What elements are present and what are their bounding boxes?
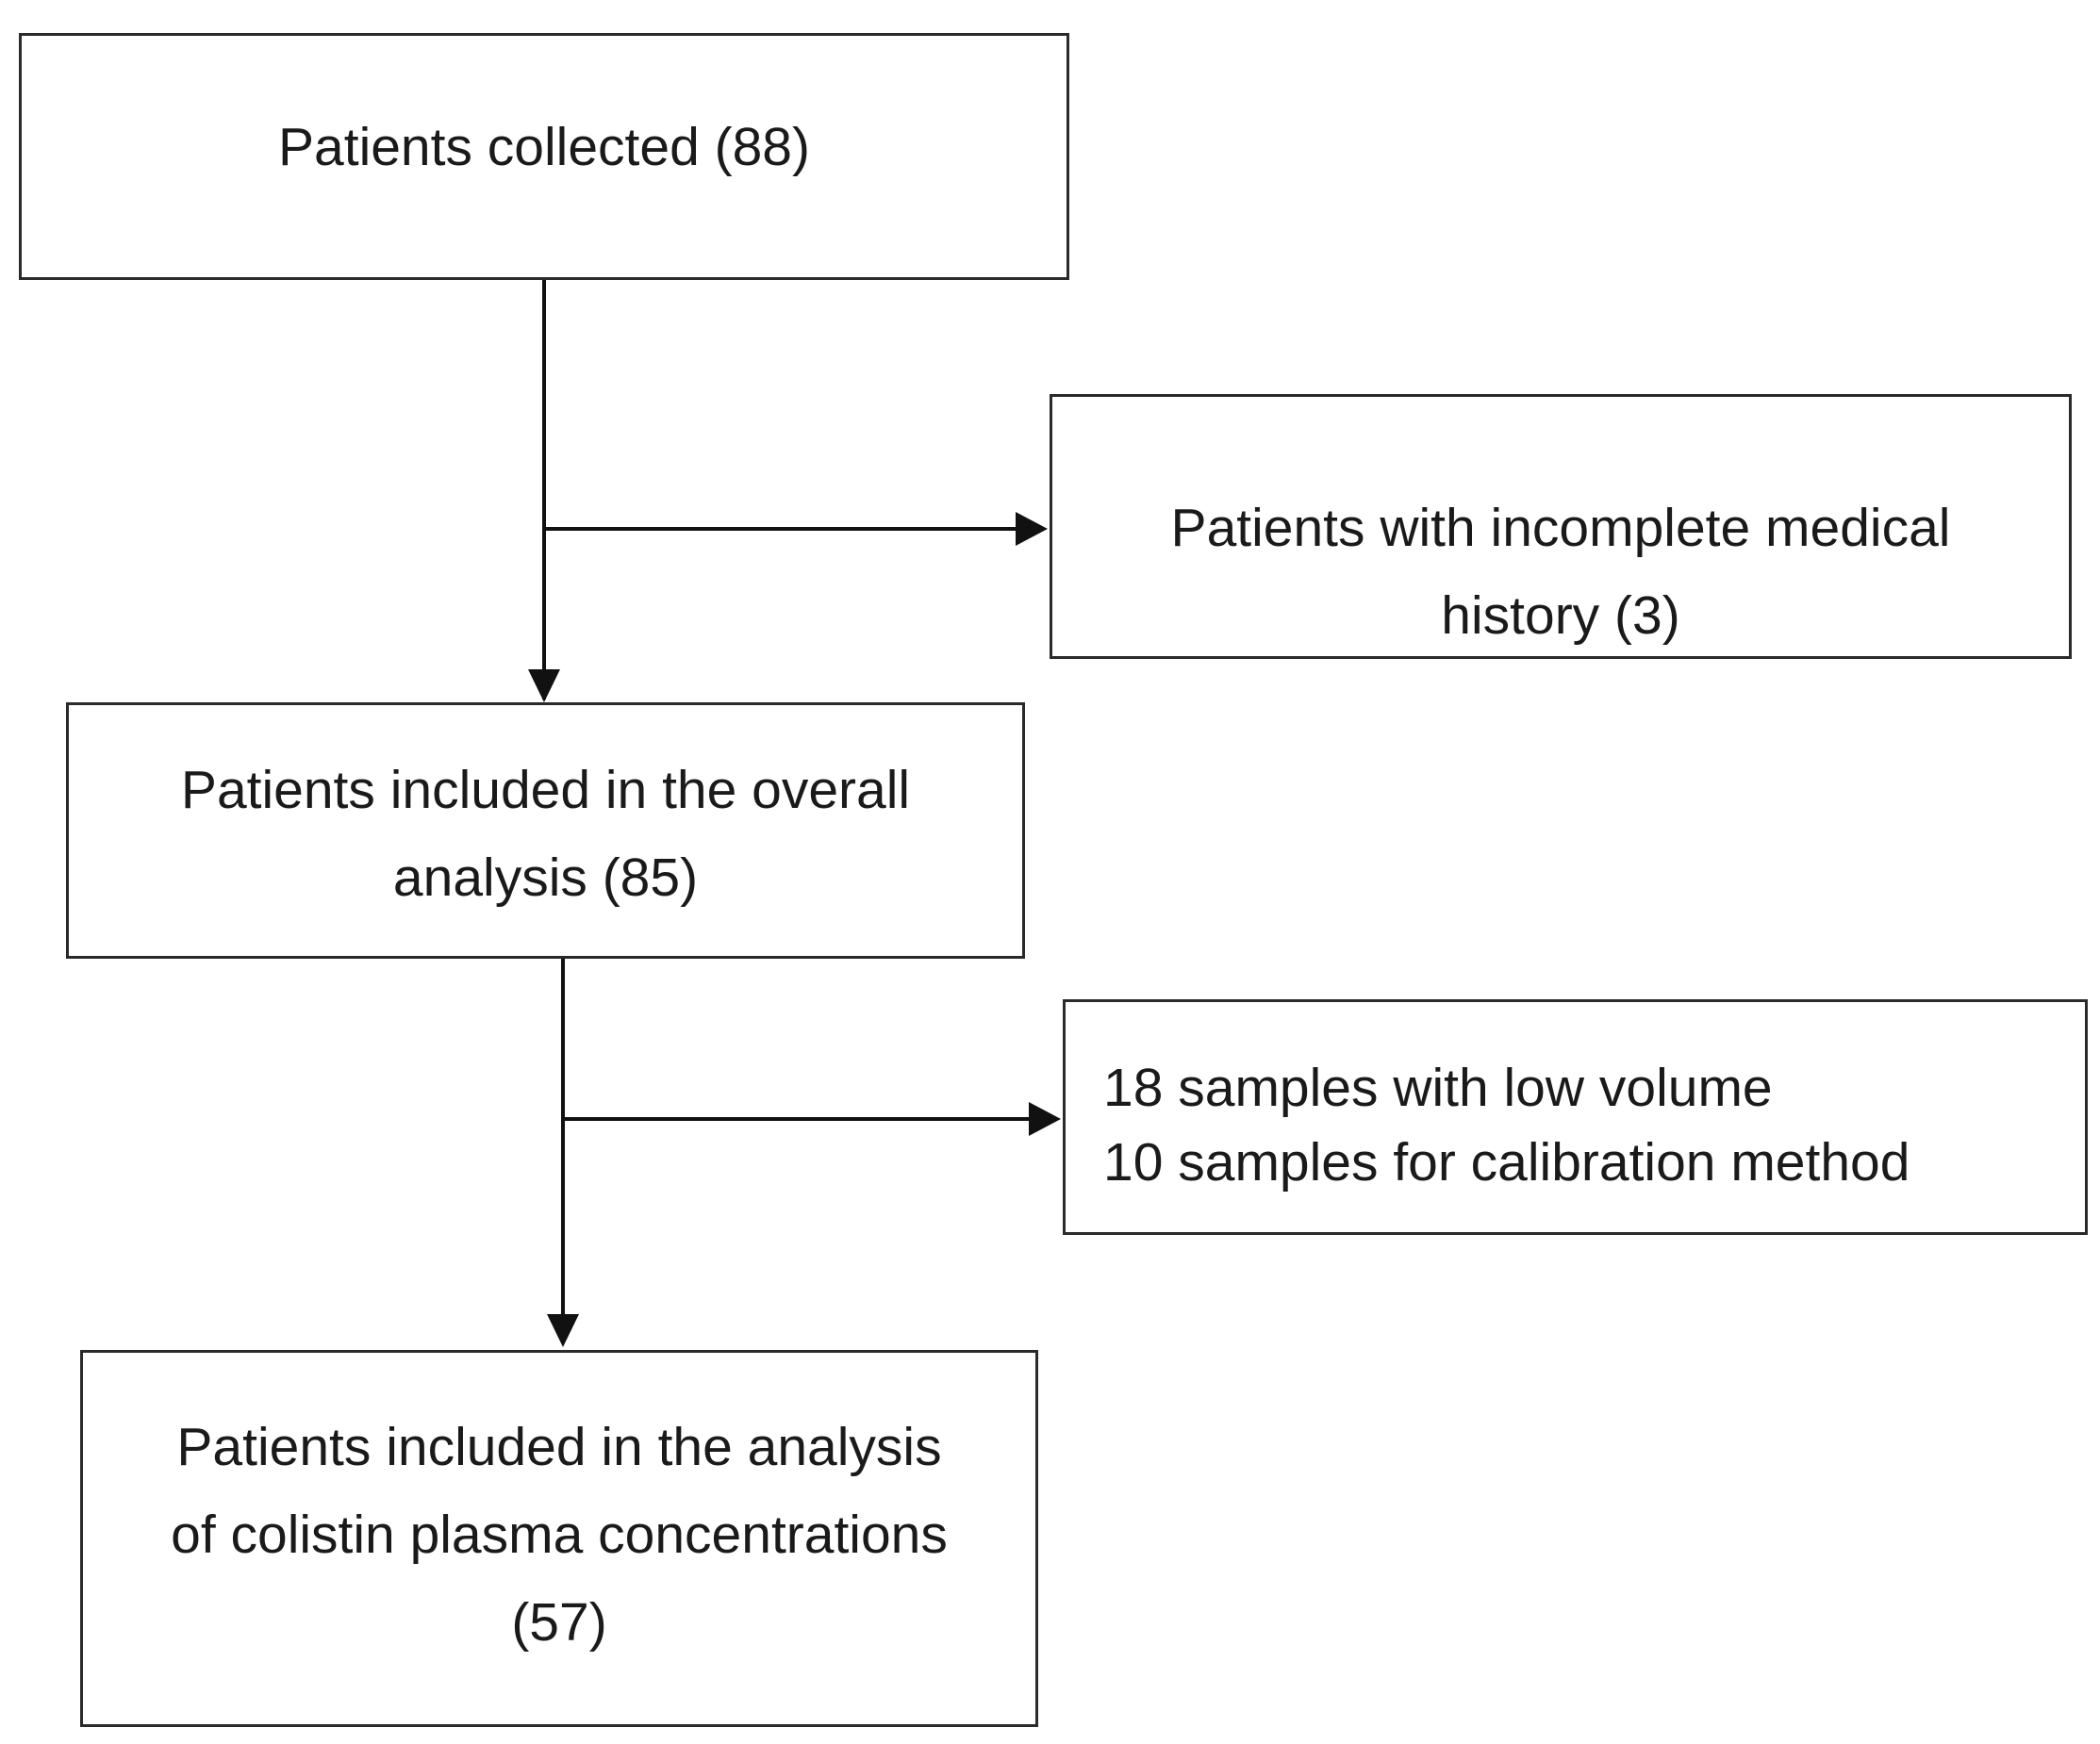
arrowhead-overall-to-colistin — [547, 1314, 579, 1347]
low-volume-samples-text: 18 samples with low volume — [1103, 1058, 1773, 1118]
overall-analysis-box: Patients included in the overall analysi… — [66, 702, 1025, 959]
incomplete-history-box: Patients with incomplete medical history… — [1050, 394, 2072, 659]
arrowhead-collected-to-overall — [528, 669, 560, 702]
colistin-analysis-box: Patients included in the analysis of col… — [80, 1350, 1038, 1727]
colistin-analysis-text-line-3: (57) — [511, 1592, 607, 1653]
arrowhead-to-samples — [1029, 1102, 1061, 1136]
overall-analysis-text-line-2: analysis (85) — [392, 847, 699, 908]
colistin-analysis-text-line-1: Patients included in the analysis — [176, 1417, 942, 1477]
incomplete-history-text-line-2: history (3) — [1441, 585, 1680, 646]
patients-collected-box: Patients collected (88) — [19, 33, 1069, 280]
overall-analysis-text-line-1: Patients included in the overall — [180, 760, 911, 820]
excluded-samples-box: 18 samples with low volume 10 samples fo… — [1063, 999, 2088, 1235]
patients-collected-text: Patients collected (88) — [278, 117, 810, 177]
arrowhead-to-incomplete — [1016, 512, 1048, 546]
colistin-analysis-text-line-2: of colistin plasma concentrations — [171, 1505, 948, 1565]
incomplete-history-text-line-1: Patients with incomplete medical — [1170, 498, 1951, 558]
calibration-samples-text: 10 samples for calibration method — [1103, 1132, 1910, 1193]
